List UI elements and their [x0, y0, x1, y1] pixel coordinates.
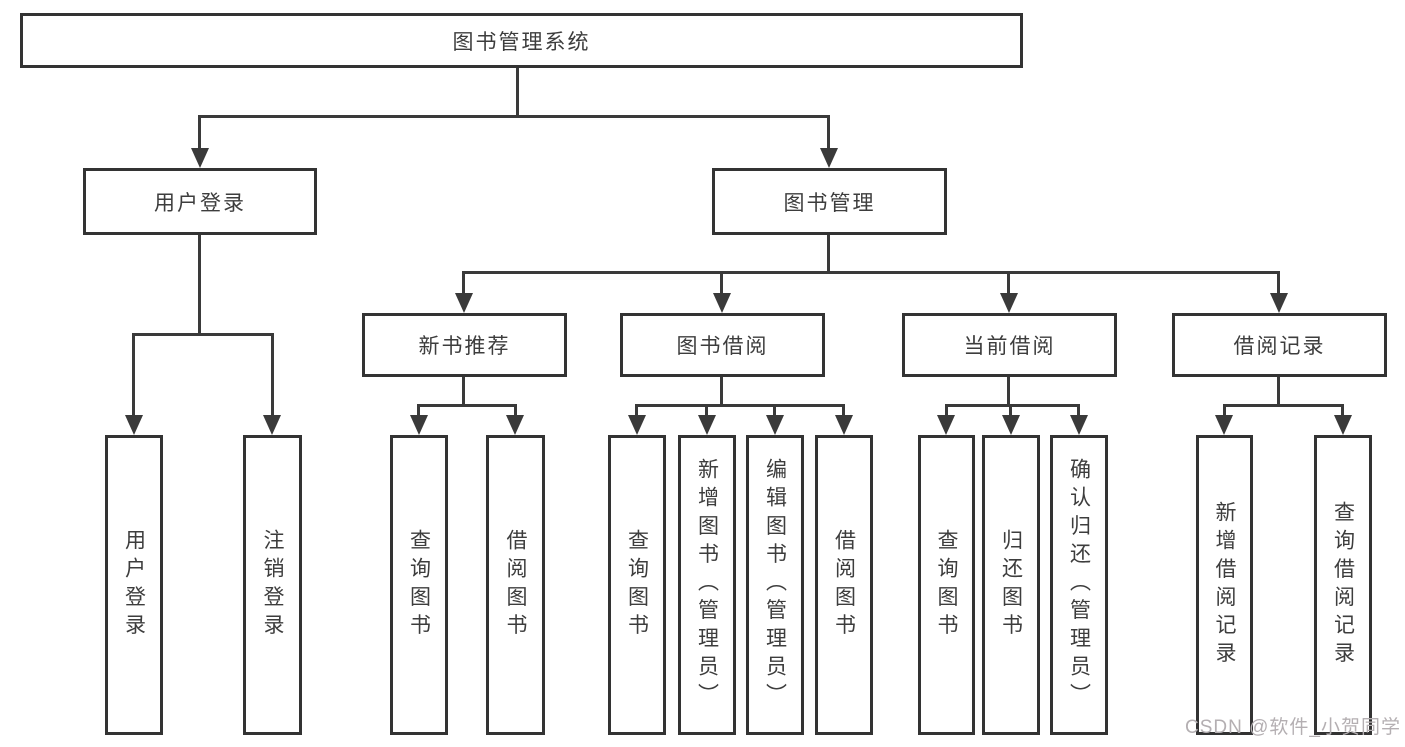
arrow-down-icon [506, 415, 524, 435]
node-user-login: 用户登录 [83, 168, 317, 235]
leaf-bb-edit-books: 编辑图书（管理员） [746, 435, 804, 735]
arrow-down-icon [125, 415, 143, 435]
connector-line [1077, 404, 1080, 417]
leaf-logout: 注销登录 [243, 435, 302, 735]
leaf-label: 借阅图书 [504, 528, 527, 642]
arrow-down-icon [1334, 415, 1352, 435]
node-label: 借阅记录 [1233, 335, 1326, 358]
connector-line [198, 115, 830, 118]
arrow-down-icon [1070, 415, 1088, 435]
node-current-borrowing: 当前借阅 [902, 313, 1117, 377]
leaf-label: 查询借阅记录 [1331, 500, 1355, 670]
connector-line [842, 404, 845, 417]
arrow-down-icon [937, 415, 955, 435]
arrow-down-icon [191, 148, 209, 168]
connector-line [198, 235, 201, 336]
connector-line [271, 333, 274, 417]
arrow-down-icon [766, 415, 784, 435]
connector-line [1223, 404, 1344, 407]
leaf-label: 借阅图书 [832, 528, 856, 642]
leaf-label: 确认归还（管理员） [1067, 458, 1091, 712]
leaf-cb-return-books: 归还图书 [982, 435, 1040, 735]
connector-line [1223, 404, 1226, 417]
leaf-br-query-record: 查询借阅记录 [1314, 435, 1372, 735]
arrow-down-icon [820, 148, 838, 168]
leaf-bb-borrow-books: 借阅图书 [815, 435, 873, 735]
node-book-management: 图书管理 [712, 168, 947, 235]
connector-line [132, 333, 135, 417]
leaf-label: 用户登录 [122, 528, 146, 642]
leaf-label: 注销登录 [261, 528, 284, 642]
node-label: 图书管理 [783, 191, 876, 215]
arrow-down-icon [713, 293, 731, 313]
node-label: 新书推荐 [418, 335, 511, 358]
connector-line [1341, 404, 1344, 417]
leaf-bb-add-books: 新增图书（管理员） [678, 435, 736, 735]
connector-line [516, 68, 519, 118]
leaf-nb-query-books: 查询图书 [390, 435, 448, 735]
leaf-label: 新增图书（管理员） [695, 458, 719, 712]
connector-line [720, 377, 723, 407]
arrow-down-icon [455, 293, 473, 313]
connector-line [198, 115, 201, 151]
connector-line [635, 404, 845, 407]
arrow-down-icon [698, 415, 716, 435]
connector-line [1007, 377, 1010, 407]
leaf-label: 编辑图书（管理员） [763, 458, 787, 712]
leaf-cb-query-books: 查询图书 [918, 435, 975, 735]
arrow-down-icon [1002, 415, 1020, 435]
leaf-nb-borrow-books: 借阅图书 [486, 435, 545, 735]
connector-line [462, 271, 465, 295]
connector-line [827, 115, 830, 151]
arrow-down-icon [263, 415, 281, 435]
leaf-user-login: 用户登录 [105, 435, 163, 735]
connector-line [720, 271, 723, 295]
arrow-down-icon [628, 415, 646, 435]
node-label: 图书管理系统 [452, 30, 591, 54]
connector-line [1277, 377, 1280, 407]
connector-line [705, 404, 708, 417]
leaf-bb-query-books: 查询图书 [608, 435, 666, 735]
connector-line [827, 235, 830, 274]
arrow-down-icon [1215, 415, 1233, 435]
node-label: 当前借阅 [963, 335, 1056, 358]
connector-line [462, 271, 1280, 274]
node-new-book-recommend: 新书推荐 [362, 313, 567, 377]
watermark: CSDN @软件_小贺同学 [1185, 717, 1401, 738]
connector-line [417, 404, 420, 417]
arrow-down-icon [835, 415, 853, 435]
connector-line [417, 404, 517, 407]
connector-line [514, 404, 517, 417]
arrow-down-icon [410, 415, 428, 435]
connector-line [773, 404, 776, 417]
arrow-down-icon [1270, 293, 1288, 313]
connector-line [945, 404, 1080, 407]
leaf-cb-confirm-return: 确认归还（管理员） [1050, 435, 1108, 735]
arrow-down-icon [1000, 293, 1018, 313]
leaf-label: 新增借阅记录 [1213, 500, 1236, 670]
node-book-borrowing: 图书借阅 [620, 313, 825, 377]
node-system-root: 图书管理系统 [20, 13, 1023, 68]
leaf-label: 查询图书 [935, 528, 958, 642]
connector-line [462, 377, 465, 407]
leaf-label: 归还图书 [999, 528, 1023, 642]
connector-line [1007, 271, 1010, 295]
connector-line [1009, 404, 1012, 417]
node-label: 用户登录 [154, 191, 246, 215]
leaf-label: 查询图书 [625, 528, 649, 642]
connector-line [945, 404, 948, 417]
connector-line [132, 333, 274, 336]
node-borrowing-records: 借阅记录 [1172, 313, 1387, 377]
node-label: 图书借阅 [676, 335, 769, 358]
connector-line [1277, 271, 1280, 295]
connector-line [635, 404, 638, 417]
leaf-label: 查询图书 [407, 528, 431, 642]
leaf-br-add-record: 新增借阅记录 [1196, 435, 1253, 735]
